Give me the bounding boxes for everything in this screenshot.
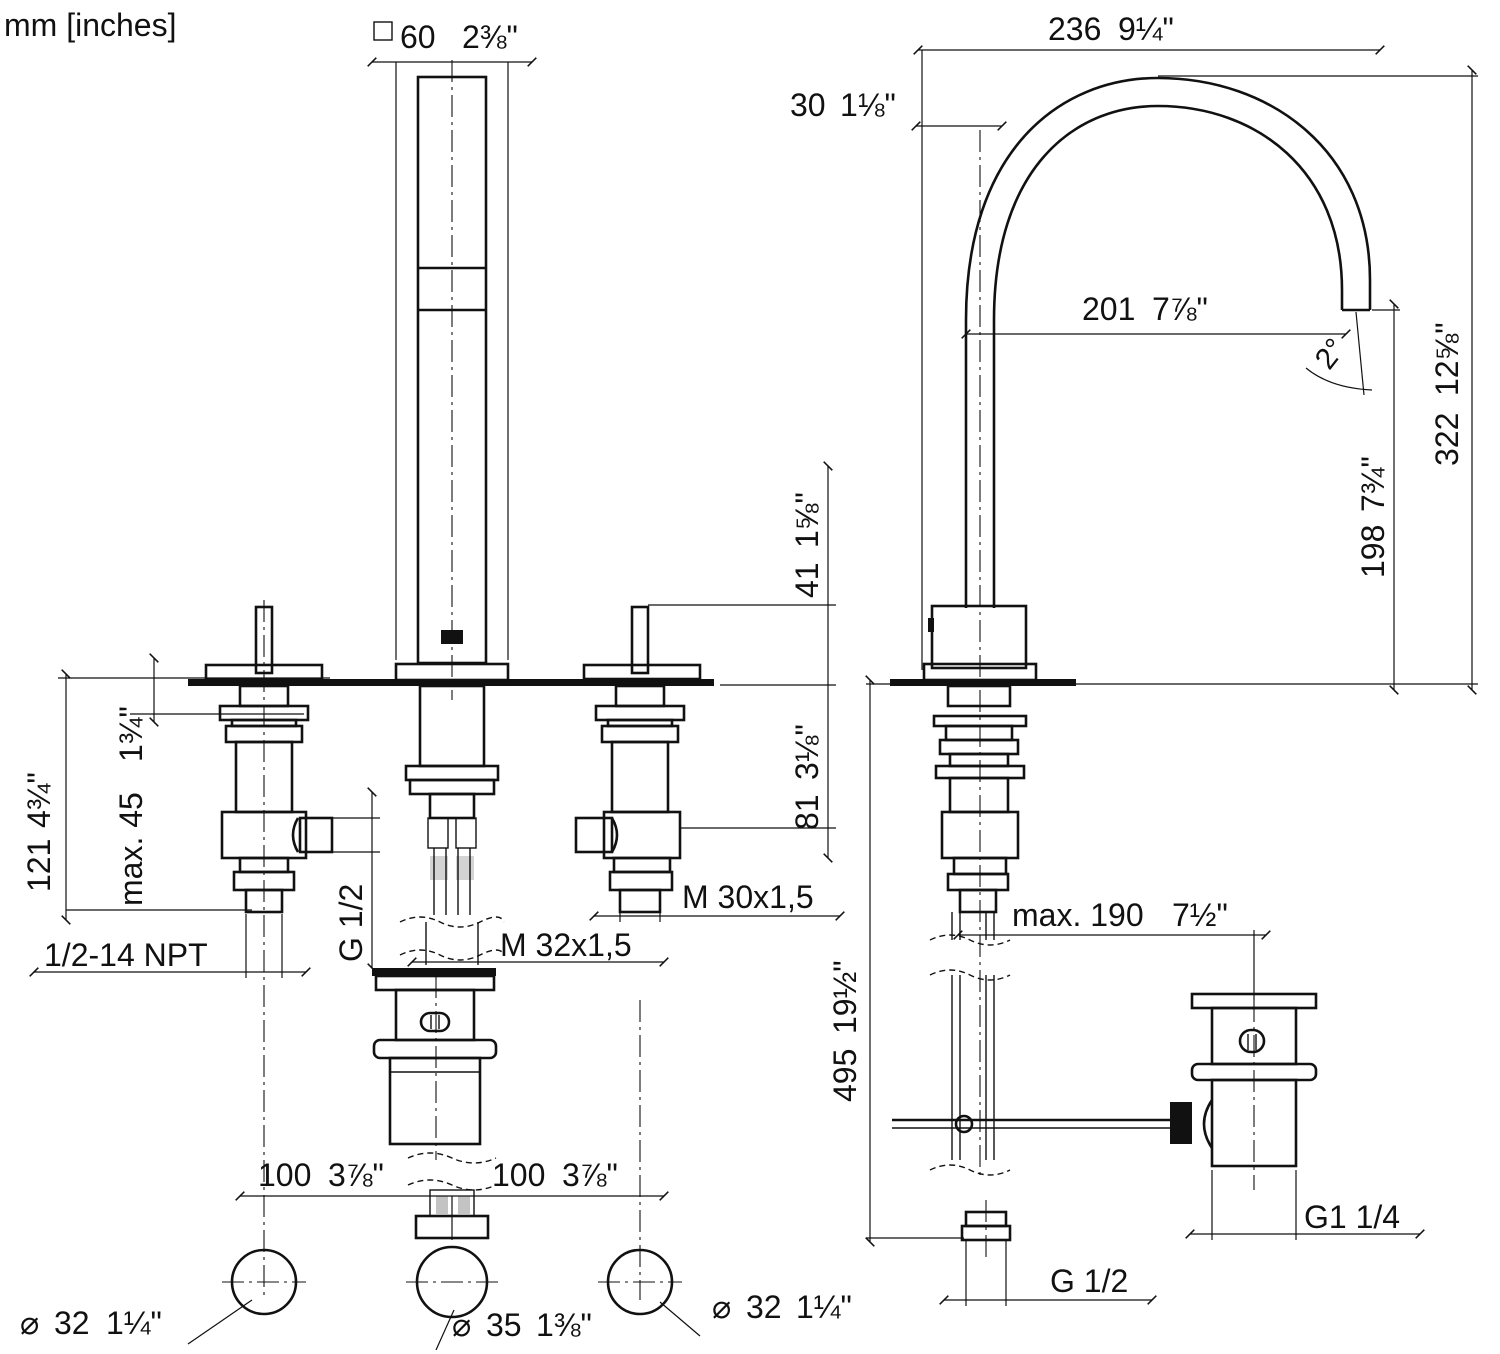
square-symbol-icon [373, 21, 393, 41]
dim-handle-height-in: 1⅝" [789, 492, 825, 548]
deck-plate [188, 679, 714, 686]
front-view [29, 57, 845, 1351]
dim-valve-height: 121 [21, 839, 57, 892]
dim-m30-thread: M 30x1,5 [682, 879, 814, 915]
dim-valve-height-in: 4¾" [21, 772, 57, 828]
dim-angle: 2° [1309, 333, 1353, 376]
dim-g-half-thread: G 1/2 [333, 884, 369, 962]
dim-spout-offset: 30 [790, 87, 826, 123]
dim-dia-35-in: 1⅜" [536, 1307, 592, 1343]
dim-spacing-left: 100 [258, 1157, 311, 1193]
dim-g-half-bottom: G 1/2 [1050, 1263, 1128, 1299]
dim-total-height-in: 12⅝" [1429, 322, 1465, 396]
dim-spout-projection: 201 [1082, 291, 1135, 327]
dim-square-60-in: 2⅜" [462, 19, 518, 55]
right-valve [574, 605, 702, 1300]
side-view [865, 45, 1478, 1306]
dim-spout-reach-in: 9¼" [1118, 11, 1174, 47]
dim-dia-35: 35 [486, 1307, 522, 1343]
dim-m32-thread: M 32x1,5 [500, 927, 632, 963]
dim-dia-32-left: 32 [54, 1305, 90, 1341]
dim-dia-32-left-in: 1¼" [106, 1305, 162, 1341]
dim-handle-height: 41 [789, 562, 825, 598]
dim-outlet-height: 198 [1355, 525, 1391, 578]
dim-drain-height: 495 [827, 1049, 863, 1102]
diameter-icon: ⌀ [452, 1307, 471, 1343]
spout [964, 76, 1372, 608]
waste-assembly [372, 968, 498, 1160]
dim-spout-projection-in: 7⅞" [1152, 291, 1208, 327]
dim-max-190: max. 190 [1012, 897, 1144, 933]
diameter-icon: ⌀ [712, 1289, 731, 1325]
dim-drain-height-in: 19½" [827, 960, 863, 1034]
dim-spout-offset-in: 1⅛" [840, 87, 896, 123]
dim-spout-reach: 236 [1048, 11, 1101, 47]
dim-square-60: 60 [400, 19, 436, 55]
dim-spacing-right-in: 3⅞" [562, 1157, 618, 1193]
dim-max-190-in: 7½" [1172, 897, 1228, 933]
dim-spacing-right: 100 [492, 1157, 545, 1193]
dim-dia-32-right-in: 1¼" [796, 1289, 852, 1325]
left-valve [204, 600, 334, 1300]
diameter-icon: ⌀ [20, 1305, 39, 1341]
dim-total-height: 322 [1429, 413, 1465, 466]
dim-g-1-1-4: G1 1/4 [1304, 1199, 1400, 1235]
dim-max-deck-in: 1¾" [113, 706, 149, 762]
units-note: mm [inches] [4, 7, 176, 43]
dim-outlet-height-in: 7¾" [1355, 456, 1391, 512]
dim-spacing-left-in: 3⅞" [328, 1157, 384, 1193]
dimension-lines [29, 57, 845, 1351]
dim-max-deck: max. 45 [113, 792, 149, 906]
dim-below-deck-height: 81 [789, 794, 825, 830]
hand-shower [394, 60, 510, 915]
dim-dia-32-right: 32 [746, 1289, 782, 1325]
dim-npt-thread: 1/2-14 NPT [44, 937, 208, 973]
dim-below-deck-height-in: 3⅛" [789, 724, 825, 780]
